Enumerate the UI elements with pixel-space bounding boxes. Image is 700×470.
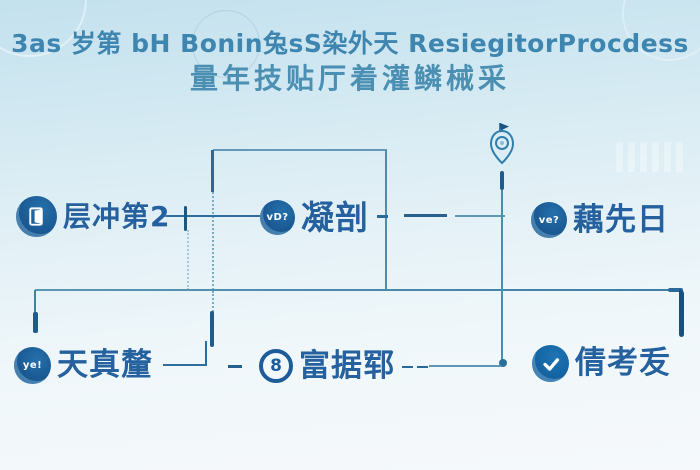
door-icon: [16, 196, 57, 237]
drop-line-dotted: [212, 291, 214, 312]
main-horizontal-connector: [35, 289, 683, 291]
decorative-arc-top-middle: [192, 10, 260, 78]
node-top-mid: vD? 凝剖: [260, 200, 369, 235]
connector-to-bottomright: [429, 365, 501, 367]
process-box-left-edge-dotted: [212, 192, 214, 290]
process-box-top-edge: [213, 149, 387, 151]
pin-stem-thick: [500, 171, 504, 190]
connector-dash: [417, 366, 428, 368]
badge-vd: vD?: [260, 200, 295, 235]
drop-line-solid: [210, 311, 214, 347]
inner-dotted-guide: [187, 230, 189, 290]
node-top-right: ve? 藕先日: [531, 202, 669, 238]
elbow-left-end-cap: [33, 312, 38, 333]
node-label: 天真釐: [57, 347, 153, 383]
connector-topleft-to-topmid: [164, 215, 260, 218]
connector-tick-marker: [184, 206, 187, 231]
connector-dash: [377, 215, 388, 218]
connector-dash: [404, 214, 447, 217]
drop-corner-thin: [205, 341, 207, 366]
ring-8-icon: 8: [259, 349, 293, 383]
check-icon: [532, 345, 569, 382]
node-bottom-right: 倩考叐: [532, 345, 671, 382]
node-label: 倩考叐: [575, 345, 671, 381]
node-bottom-mid: 8 富据郓: [259, 349, 395, 383]
badge-ve: ve?: [531, 202, 567, 238]
process-box-left-edge-solid: [211, 150, 214, 192]
flag-icon: [500, 123, 509, 131]
node-label: 凝剖: [301, 198, 369, 237]
badge-ye: ye!: [14, 347, 51, 384]
node-label: 富据郓: [299, 347, 395, 384]
connector-dash: [455, 215, 505, 217]
node-top-left: 层冲第2: [16, 196, 170, 237]
node-bottom-left: ye! 天真釐: [14, 347, 153, 384]
node-label: 层冲第2: [63, 199, 171, 233]
connector-to-bottomleft: [163, 364, 207, 367]
ghost-watermark-panel: [616, 142, 686, 172]
map-pin-icon: [489, 123, 515, 165]
connector-dash: [228, 365, 242, 368]
node-label: 藕先日: [573, 201, 669, 238]
pin-stem-end-dot: [499, 359, 507, 367]
pin-stem-thin: [501, 190, 503, 361]
page-title: 3as 岁第 bH Bonin兔sS染外天 ResiegitorProcdess: [11, 29, 689, 58]
elbow-right-corner: [668, 288, 683, 292]
elbow-right-vertical: [679, 290, 684, 337]
connector-dash: [402, 366, 413, 368]
process-box-right-edge: [385, 150, 387, 290]
page-subtitle: 量年技贴厅着灌鳞械采: [189, 62, 510, 95]
elbow-left-vertical: [34, 290, 36, 316]
